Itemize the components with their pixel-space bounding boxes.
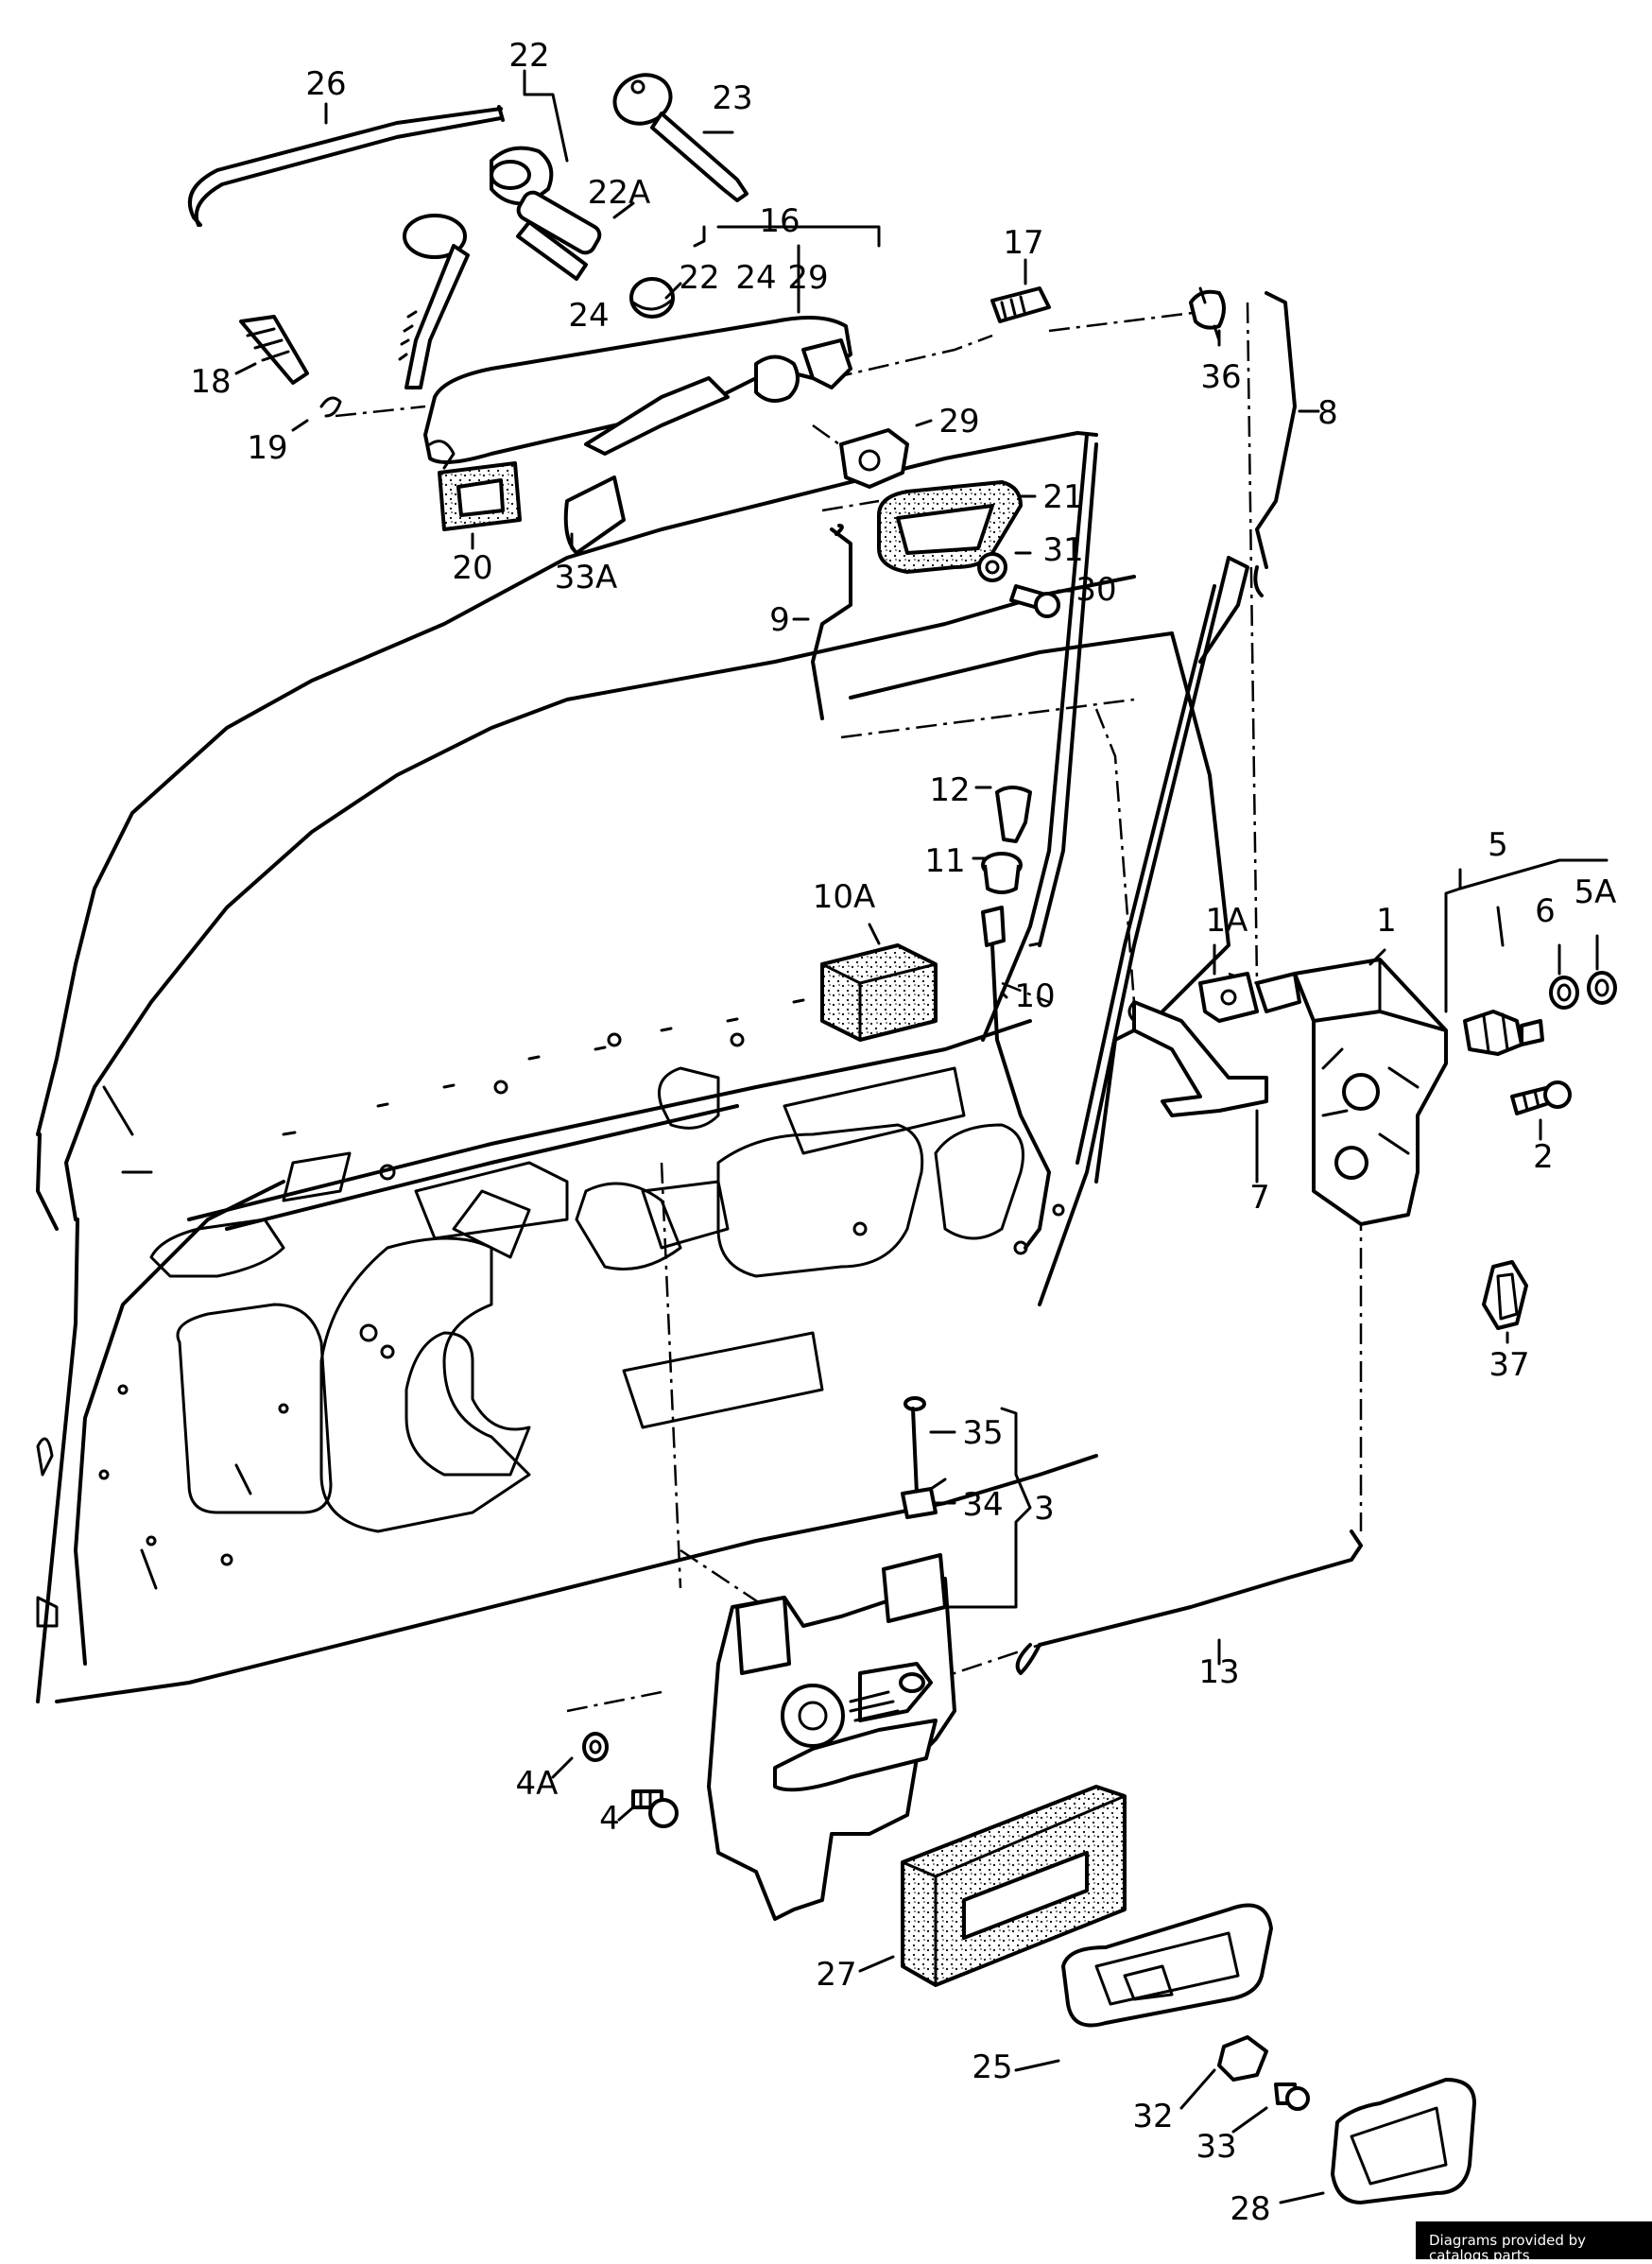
nut-32 [1217,2035,1268,2082]
label-32: 32 [1132,2098,1173,2135]
gasket-20 [438,461,522,531]
callout-labels: 26 22 23 22A 16 22 24 29 17 36 8 18 24 1… [190,37,1616,2228]
label-35: 35 [962,1414,1003,1452]
label-19: 19 [247,429,287,467]
rod-13 [1015,1529,1363,1675]
rod-9 [811,524,852,720]
bracket-29 [839,428,909,489]
grommet-37 [1482,1260,1528,1330]
washer-5a [1587,971,1617,1005]
label-10: 10 [1014,977,1055,1015]
label-25: 25 [972,2048,1012,2086]
lock-cylinder-22 [398,146,602,389]
label-5: 5 [1488,826,1508,864]
clip-19 [319,396,342,418]
label-8: 8 [1317,394,1338,432]
label-leaders [234,69,1609,2204]
rod-8 [1253,291,1297,597]
label-26: 26 [305,65,346,103]
spring-34 [901,1478,947,1519]
label-17: 17 [1003,224,1043,262]
label-30: 30 [1076,571,1116,609]
cylinder-22a [516,220,588,281]
label-29b: 29 [787,259,828,297]
striker-bolt-5 [1463,1010,1544,1056]
label-16: 16 [759,202,800,240]
washer-6 [1549,976,1579,1010]
label-28: 28 [1230,2190,1270,2228]
handle-housing-3 [707,1553,956,1921]
label-22: 22 [508,37,549,75]
screw-18 [239,315,309,385]
label-27: 27 [816,1956,856,1994]
label-22a: 22A [588,174,651,212]
foam-frame-27 [901,1785,1127,1987]
key-23 [612,73,749,202]
label-18: 18 [190,363,231,401]
label-29: 29 [938,403,979,441]
watermark-badge: Diagrams provided by catalogs parts [1416,2221,1652,2263]
knob-12 [995,786,1032,843]
label-33a: 33A [555,559,618,596]
label-7: 7 [1249,1179,1270,1217]
label-37: 37 [1489,1346,1529,1384]
label-23: 23 [712,79,752,117]
pin-35 [903,1396,926,1495]
label-1a: 1A [1206,902,1248,940]
label-20: 20 [452,549,492,587]
label-21: 21 [1042,478,1083,516]
lock-body-1 [1255,958,1448,1226]
gasket-21 [877,480,1023,574]
washer-4a [582,1732,609,1762]
label-10a: 10A [813,878,876,916]
trim-bezel-25 [1061,1903,1273,2028]
label-2: 2 [1533,1138,1554,1176]
cap-24 [629,277,675,319]
lever-7 [1127,1000,1268,1117]
washer-31 [977,552,1007,582]
screw-33 [1274,2083,1310,2111]
label-11: 11 [924,842,965,880]
grommet-11 [981,852,1023,894]
label-34: 34 [962,1486,1003,1524]
label-6: 6 [1535,892,1556,930]
label-33: 33 [1196,2128,1236,2166]
screw-30 [1009,584,1060,618]
label-9: 9 [769,601,790,639]
screw-2 [1510,1080,1572,1115]
clip-1a [1198,972,1259,1023]
screw-17 [990,286,1051,323]
plate-33a [563,475,626,555]
label-36: 36 [1200,358,1241,396]
foam-block-10a [820,943,938,1042]
cover-28 [1331,2078,1476,2204]
label-4: 4 [599,1800,620,1838]
weatherstrip-26 [188,105,505,227]
label-4a: 4A [516,1765,559,1803]
door-shell [36,431,1249,1703]
rod-10 [981,906,1051,1250]
label-13: 13 [1198,1653,1239,1691]
label-22b: 22 [679,259,719,297]
label-31: 31 [1042,531,1083,569]
label-1: 1 [1376,902,1397,940]
label-24: 24 [568,297,609,335]
label-5a: 5A [1575,873,1617,911]
label-3: 3 [1034,1490,1055,1528]
label-12: 12 [929,771,970,809]
outer-handle-16 [423,316,852,470]
screw-4 [631,1789,679,1828]
label-24b: 24 [735,259,776,297]
